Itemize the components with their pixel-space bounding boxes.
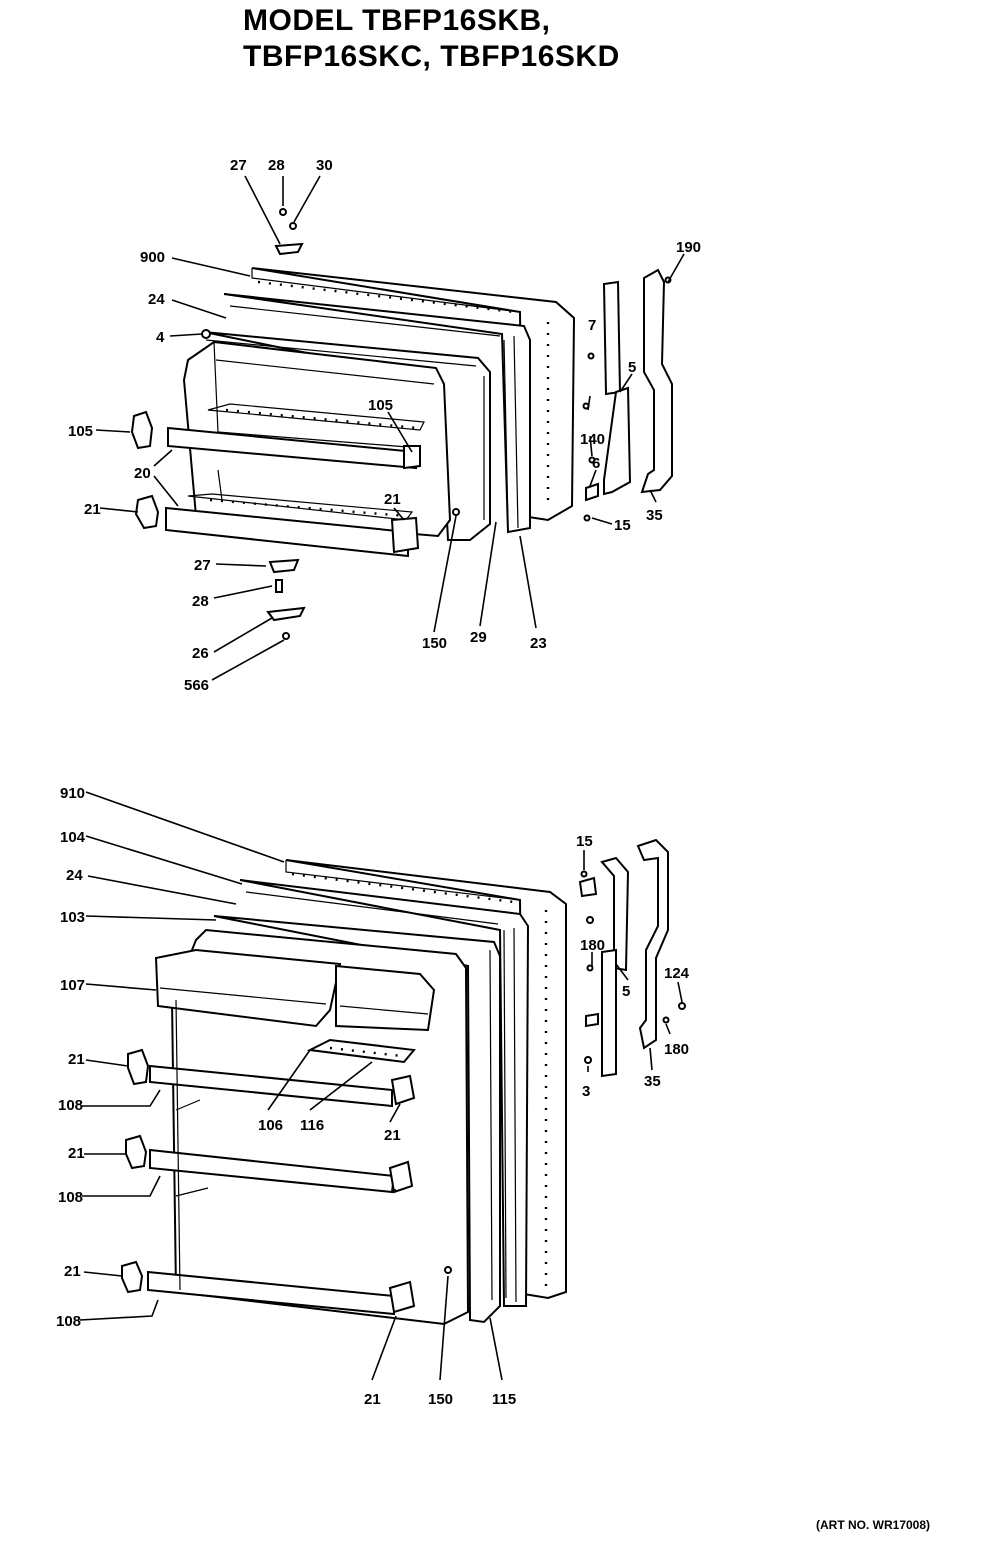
freezer-shelf-support-left-21 — [134, 494, 160, 530]
callout-190: 190 — [676, 239, 701, 256]
callout-105-right: 105 — [368, 397, 393, 414]
freezer-leader-lines — [95, 175, 685, 681]
handle-screw-block — [578, 876, 598, 898]
stop-150 — [452, 508, 460, 516]
door-shelf-upper — [149, 1064, 393, 1108]
callout-15: 15 — [614, 517, 631, 534]
egg-tray — [306, 1038, 416, 1064]
callout-108-b: 108 — [58, 1189, 83, 1206]
callout-5-lower: 5 — [622, 983, 630, 1000]
callout-21-a: 21 — [68, 1051, 85, 1068]
freezer-shelf-bar-upper — [167, 426, 417, 470]
handle-35 — [636, 838, 669, 1050]
callout-107: 107 — [60, 977, 85, 994]
callout-27-bottom: 27 — [194, 557, 211, 574]
callout-21-c: 21 — [64, 1263, 81, 1280]
callout-5: 5 — [628, 359, 636, 376]
callout-28-bottom: 28 — [192, 593, 209, 610]
handle-mount-upper — [600, 856, 630, 972]
screw-30 — [289, 222, 297, 230]
freezer-shelf-bar-lower — [165, 506, 409, 558]
door-shelf-middle — [149, 1148, 396, 1194]
callout-105-left: 105 — [68, 423, 93, 440]
callout-29: 29 — [470, 629, 487, 646]
fresh-food-door-assembly — [121, 838, 686, 1326]
part-124 — [678, 1002, 686, 1010]
callout-23: 23 — [530, 635, 547, 652]
callout-15-lower: 15 — [576, 833, 593, 850]
callout-116: 116 — [300, 1117, 324, 1134]
callout-108-a: 108 — [58, 1097, 83, 1114]
hinge-bracket-26 — [266, 606, 306, 622]
handle-trim-7 — [602, 280, 622, 396]
callout-35: 35 — [646, 507, 663, 524]
callout-21-d: 21 — [384, 1127, 401, 1144]
art-number: (ART NO. WR17008) — [816, 1518, 931, 1532]
screw-4 — [201, 329, 211, 339]
freezer-door-gasket — [223, 293, 531, 534]
callout-566: 566 — [184, 677, 209, 694]
callout-35-lower: 35 — [644, 1073, 661, 1090]
callout-910: 910 — [60, 785, 85, 802]
callout-21-e: 21 — [364, 1391, 381, 1408]
callout-27: 27 — [230, 157, 247, 174]
hinge-cap-top — [274, 242, 304, 256]
freezer-upper-rack — [207, 403, 425, 431]
screw-566 — [282, 632, 290, 640]
callout-115: 115 — [492, 1391, 516, 1408]
callout-150-lower: 150 — [428, 1391, 453, 1408]
callout-24: 24 — [148, 291, 165, 308]
callout-7: 7 — [588, 317, 596, 334]
callout-28: 28 — [268, 157, 285, 174]
stop-150-lower — [444, 1266, 452, 1274]
handle-mount-5 — [603, 386, 632, 496]
hinge-pin-28 — [275, 579, 283, 593]
shelf-support-21-b — [125, 1134, 148, 1170]
fresh-food-door-gasket — [239, 879, 530, 1307]
screw-3 — [584, 1056, 592, 1064]
model-title-line-1: MODEL TBFP16SKB, — [243, 4, 551, 37]
callout-24-lower: 24 — [66, 867, 83, 884]
callout-180-a: 180 — [580, 937, 605, 954]
model-title-line-2: TBFP16SKC, TBFP16SKD — [243, 40, 620, 73]
pin-28-top — [279, 208, 287, 216]
fresh-food-door-liner — [213, 915, 501, 1324]
callout-21-left: 21 — [84, 501, 101, 518]
callout-104: 104 — [60, 829, 86, 846]
callout-108-c: 108 — [56, 1313, 81, 1330]
callout-140: 140 — [580, 431, 605, 448]
callout-180-b: 180 — [664, 1041, 689, 1058]
callout-3: 3 — [582, 1083, 590, 1100]
callout-20: 20 — [134, 465, 151, 482]
callout-21-b: 21 — [68, 1145, 85, 1162]
callout-900: 900 — [140, 249, 165, 266]
hinge-cap-bottom-27 — [268, 558, 300, 574]
dairy-compartment-door — [154, 948, 342, 1028]
callout-30: 30 — [316, 157, 333, 174]
butter-compartment-door — [335, 964, 436, 1032]
handle-190 — [640, 268, 673, 494]
door-shelf-lower — [147, 1270, 395, 1316]
freezer-callout-labels: 27 28 30 900 24 4 105 20 21 105 21 27 28… — [68, 157, 701, 694]
callout-106: 106 — [258, 1117, 283, 1134]
fresh-food-leader-lines — [79, 791, 683, 1381]
freezer-inner-cavity — [182, 340, 452, 538]
callout-124: 124 — [664, 965, 690, 982]
callout-4: 4 — [156, 329, 165, 346]
freezer-lower-rack — [187, 493, 414, 521]
callout-6: 6 — [592, 455, 600, 472]
callout-21-right: 21 — [384, 491, 401, 508]
freezer-door-assembly — [130, 208, 673, 640]
freezer-shelf-support-left-105 — [130, 410, 154, 450]
shelf-support-21-c — [121, 1260, 144, 1294]
callout-103: 103 — [60, 909, 85, 926]
callout-26: 26 — [192, 645, 209, 662]
callout-150: 150 — [422, 635, 447, 652]
shelf-support-21-a — [127, 1048, 150, 1086]
handle-part-6 — [585, 482, 599, 502]
fresh-food-callout-labels: 910 104 24 103 107 21 108 21 108 21 108 … — [56, 785, 690, 1408]
handle-trim-lower — [601, 948, 617, 1078]
